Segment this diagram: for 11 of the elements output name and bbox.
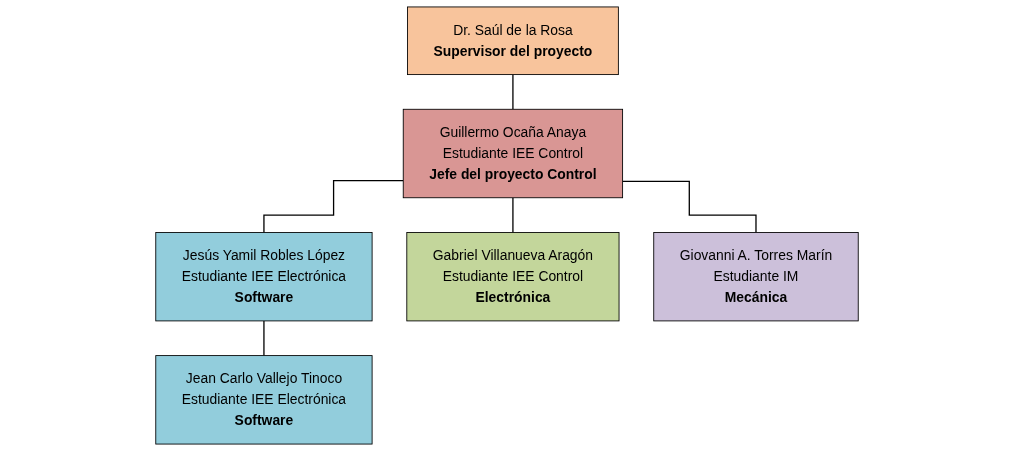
connector (263, 320, 265, 357)
node-box: Gabriel Villanueva Aragón Estudiante IEE Control Electrónica (406, 232, 620, 322)
node-box: Dr. Saúl de la Rosa Supervisor del proyecto (407, 6, 619, 76)
connector (512, 73, 514, 110)
node-box: Jean Carlo Vallejo Tinoco Estudiante IEE Electrónica Software (155, 355, 373, 445)
connector (263, 180, 404, 234)
node-box: Giovanni A. Torres Marín Estudiante IM Mecánica (653, 232, 859, 322)
node-box: Jesús Yamil Robles López Estudiante IEE Electrónica Software (155, 232, 373, 322)
connector (621, 180, 757, 234)
connector (512, 197, 514, 234)
node-box: Guillermo Ocaña Anaya Estudiante IEE Control Jefe del proyecto Control (402, 108, 624, 199)
